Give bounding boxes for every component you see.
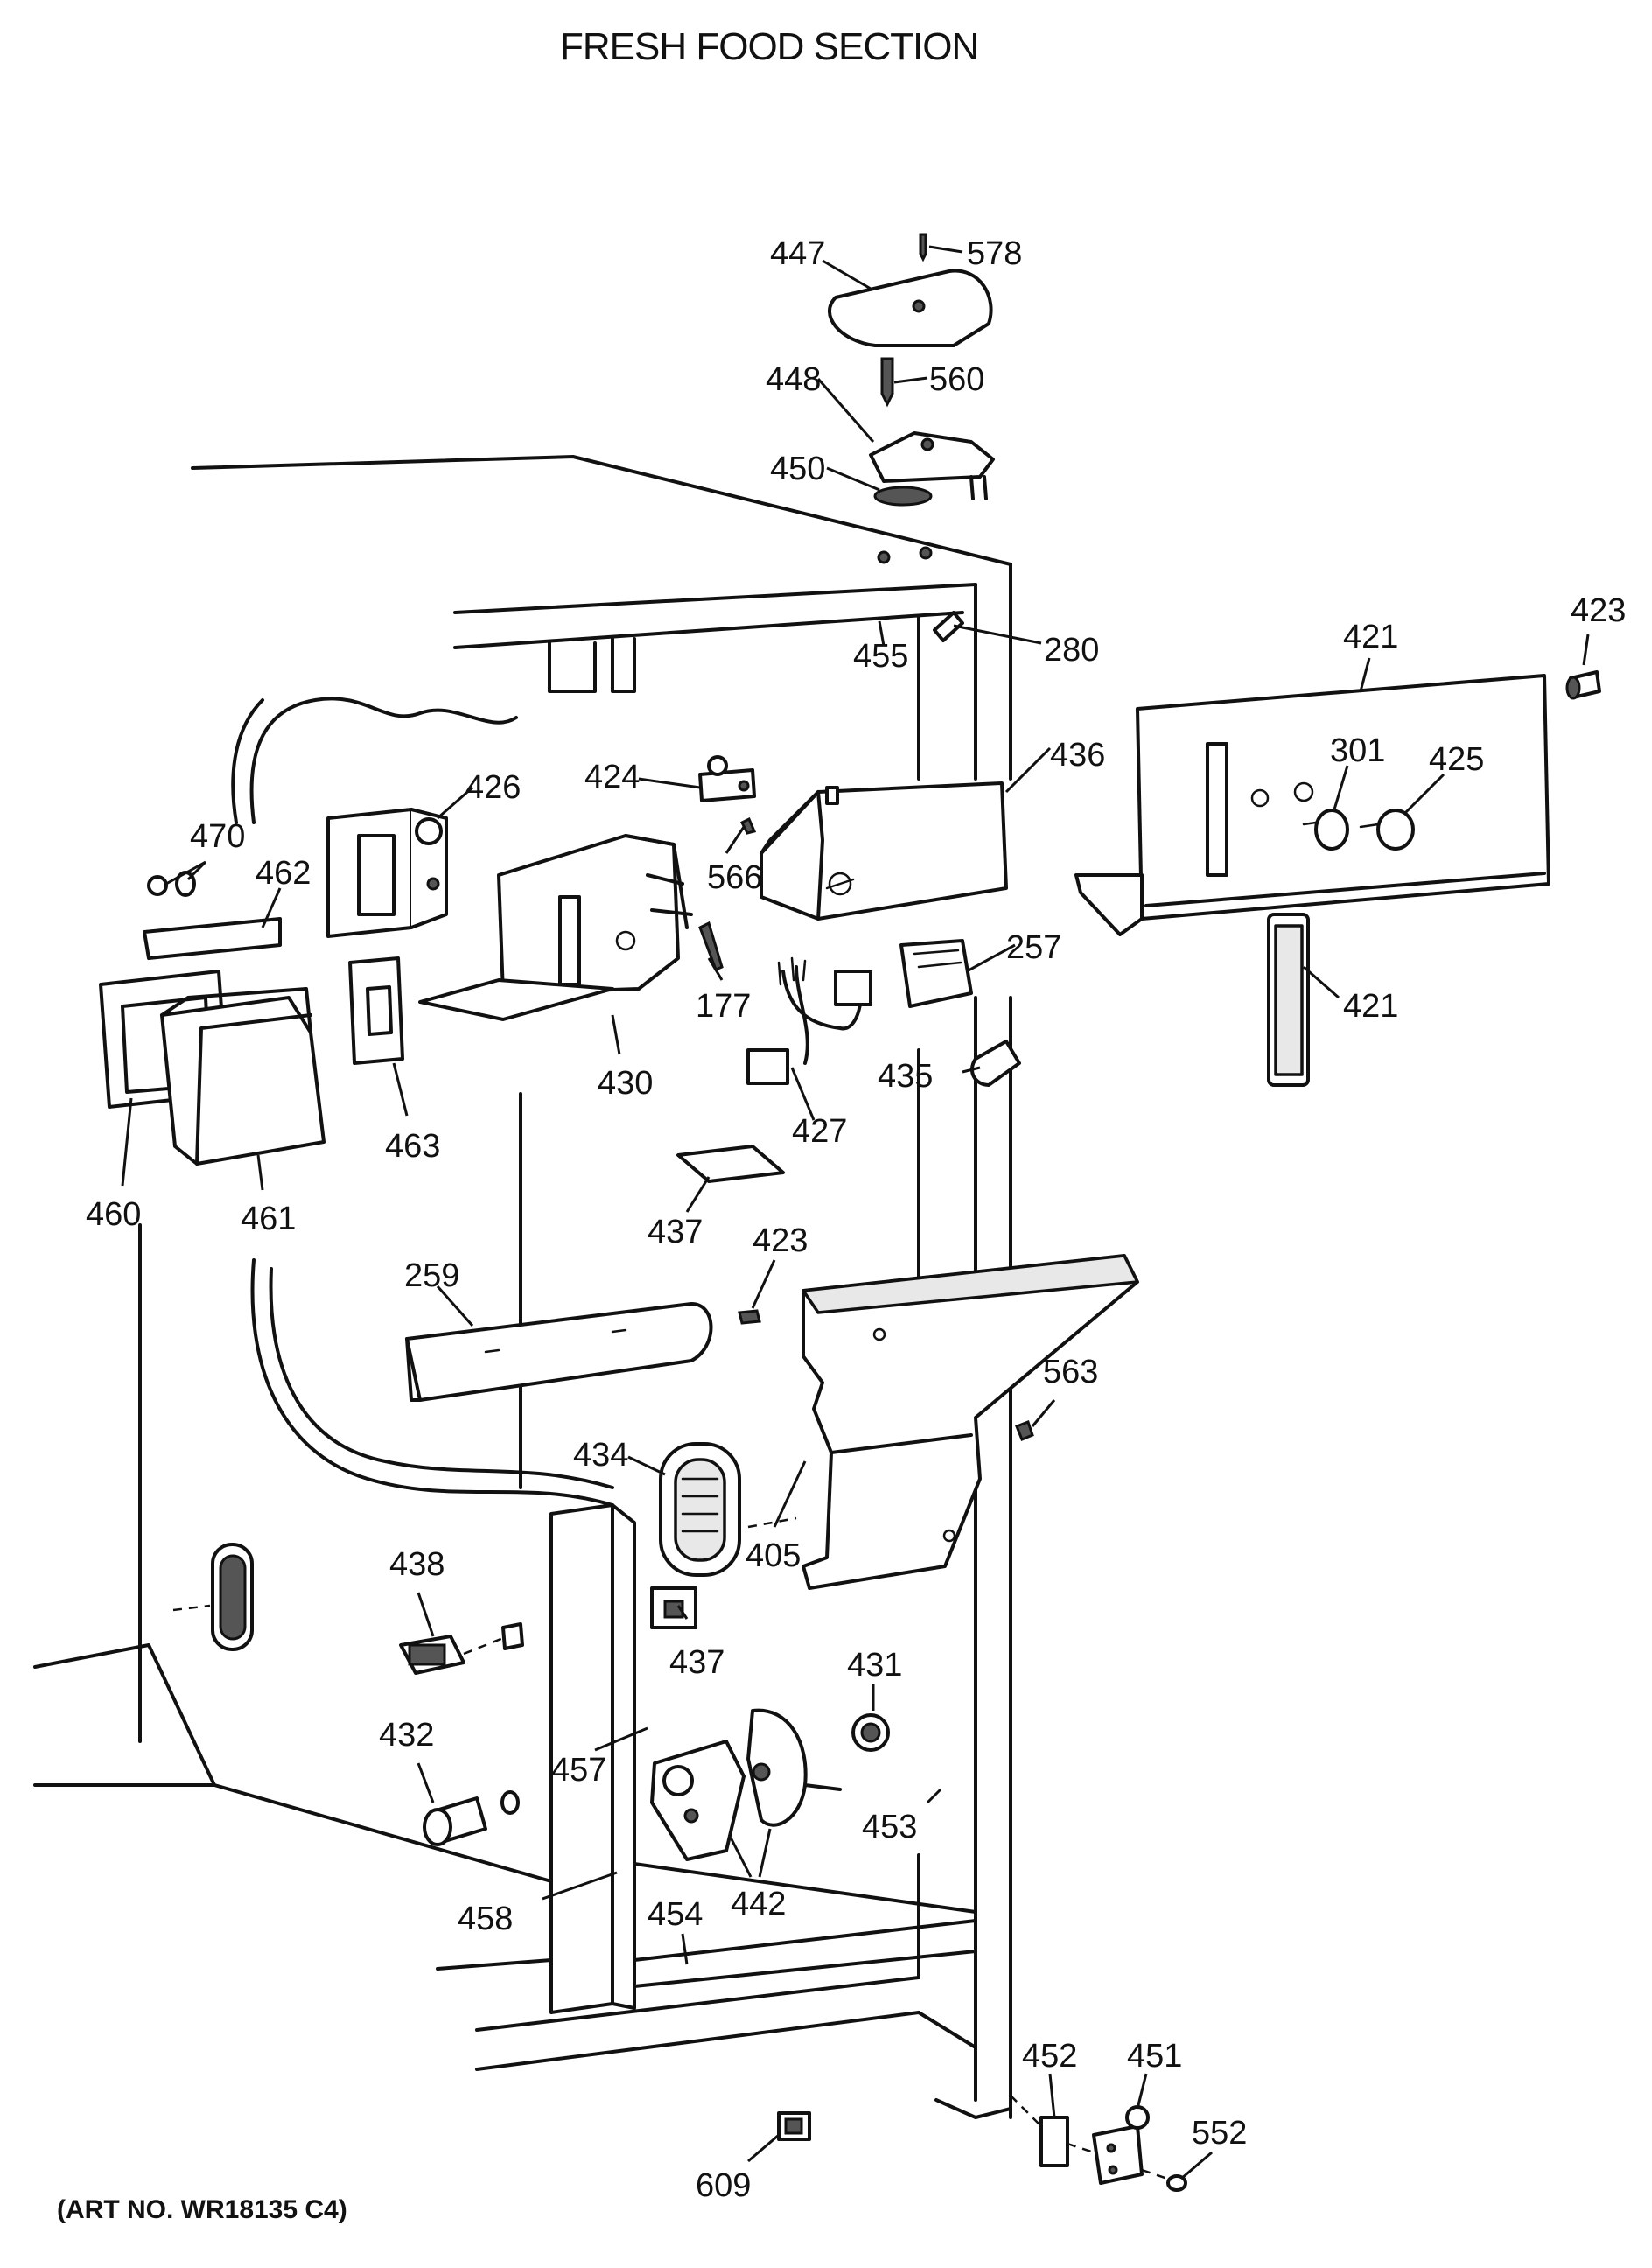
label-453: 453: [862, 1809, 917, 1845]
part-470-bulb: [147, 871, 196, 897]
label-432: 432: [379, 1717, 434, 1754]
part-609-plug: [777, 2111, 811, 2141]
part-461-housing: [160, 987, 326, 1166]
label-437-shield: 437: [648, 1214, 703, 1250]
part-259-trim: [405, 1302, 713, 1402]
label-421-grille: 421: [1343, 988, 1398, 1025]
label-462: 462: [256, 855, 311, 892]
leader-lines: [121, 245, 1590, 2182]
label-566: 566: [707, 859, 762, 896]
label-423-cap: 423: [1571, 592, 1626, 629]
part-452-shim: [1040, 2116, 1069, 2167]
part-447-cover: [828, 269, 993, 347]
label-563: 563: [1043, 1354, 1098, 1390]
label-438: 438: [389, 1546, 444, 1583]
label-447: 447: [770, 235, 825, 272]
part-405-cover: [802, 1254, 1139, 1590]
wire-harness: [249, 696, 518, 824]
screw-560: [880, 357, 894, 408]
label-405: 405: [746, 1537, 801, 1574]
label-448: 448: [766, 361, 821, 398]
label-451: 451: [1127, 2038, 1182, 2075]
label-257: 257: [1006, 929, 1061, 966]
label-421-panel: 421: [1343, 619, 1398, 655]
label-436: 436: [1050, 737, 1105, 774]
label-431: 431: [847, 1647, 902, 1684]
part-301-knob: [1302, 808, 1349, 850]
label-458: 458: [458, 1900, 513, 1937]
part-450-gasket: [873, 486, 933, 507]
label-461: 461: [241, 1200, 296, 1237]
screw-566: [739, 816, 757, 835]
diagram-title: FRESH FOOD SECTION: [560, 25, 978, 68]
label-425: 425: [1429, 741, 1484, 778]
label-452: 452: [1022, 2038, 1077, 2075]
label-609: 609: [696, 2167, 751, 2204]
part-423-cap: [1565, 670, 1601, 700]
label-552: 552: [1192, 2115, 1247, 2152]
part-421-vent-grille: [1267, 913, 1310, 1087]
part-432-hole: [500, 1790, 520, 1815]
part-425-knob: [1359, 808, 1415, 850]
label-454: 454: [648, 1896, 703, 1933]
label-177: 177: [696, 988, 751, 1025]
label-470: 470: [190, 818, 245, 855]
part-451-hinge: [1092, 2105, 1150, 2185]
part-463-bracket: [348, 956, 404, 1065]
label-434: 434: [573, 1437, 628, 1474]
art-number: (ART NO. WR18135 C4): [57, 2195, 347, 2224]
part-434-grille: [659, 1442, 741, 1577]
part-280-clip: [933, 611, 964, 642]
label-280: 280: [1044, 632, 1099, 668]
part-421-control-panel: [1074, 674, 1550, 936]
label-423-fastener: 423: [752, 1222, 808, 1259]
vent-opening: [211, 1543, 254, 1651]
part-426-bracket: [326, 808, 448, 938]
part-438-switch: [399, 1634, 466, 1675]
part-437-switch: [650, 1586, 697, 1629]
label-460: 460: [86, 1196, 141, 1233]
part-448-bracket: [869, 431, 995, 500]
label-259: 259: [404, 1257, 459, 1294]
part-437-shield: [676, 1144, 785, 1183]
screw-177: [698, 920, 724, 971]
label-463: 463: [385, 1128, 440, 1165]
part-labels: 447 578 560 448 450 455 280 421 423 301 …: [86, 235, 1626, 2204]
part-436-housing: [760, 781, 1008, 920]
label-450: 450: [770, 451, 825, 487]
part-430-housing: [418, 834, 693, 1021]
label-437-switch: 437: [669, 1644, 724, 1681]
label-424: 424: [584, 759, 640, 795]
part-438-slot: [501, 1622, 524, 1650]
label-578: 578: [967, 235, 1022, 272]
part-257-relay: [900, 939, 973, 1008]
part-424-switch: [698, 755, 756, 802]
label-455: 455: [853, 638, 908, 675]
label-457: 457: [551, 1752, 606, 1788]
label-430: 430: [598, 1065, 653, 1102]
part-423-fastener: [738, 1309, 761, 1325]
part-462-plate: [143, 917, 282, 960]
label-301: 301: [1330, 732, 1385, 769]
label-442: 442: [731, 1886, 786, 1922]
label-435: 435: [878, 1058, 933, 1095]
part-435-socket: [970, 1040, 1021, 1087]
cabinet-frame: [33, 455, 1012, 2119]
part-427-harness: [746, 956, 872, 1085]
label-427: 427: [792, 1113, 847, 1150]
label-560: 560: [929, 361, 984, 398]
part-431-knob: [851, 1713, 890, 1752]
screw-578: [919, 233, 928, 262]
part-442-thermostat: [650, 1708, 842, 1861]
screw-563: [1015, 1420, 1034, 1441]
label-426: 426: [466, 769, 521, 806]
part-432-bushing: [423, 1796, 487, 1846]
